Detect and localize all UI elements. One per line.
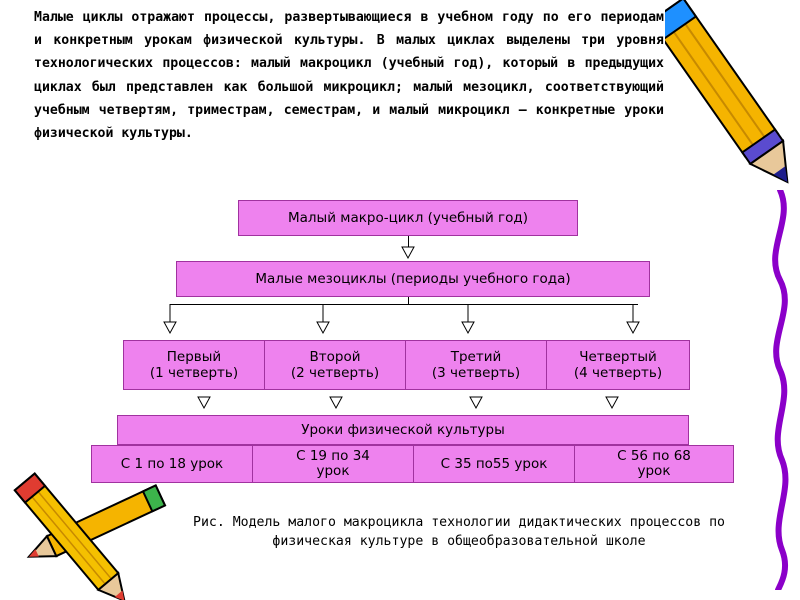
down-arrow-icon (470, 397, 482, 408)
down-arrow-icon (402, 247, 414, 258)
purple-squiggle-icon (760, 190, 800, 590)
down-arrow-icon (198, 397, 210, 408)
down-arrow-icon (330, 397, 342, 408)
down-arrow-icon (606, 397, 618, 408)
down-arrow-icon (627, 322, 639, 333)
down-arrow-icon (317, 322, 329, 333)
down-arrow-icon (164, 322, 176, 333)
down-arrow-icon (462, 322, 474, 333)
pencils-bottom-left-icon (0, 470, 170, 600)
pencil-top-right-icon (665, 0, 795, 200)
figure-caption: Рис. Модель малого макроцикла технологии… (178, 513, 740, 551)
